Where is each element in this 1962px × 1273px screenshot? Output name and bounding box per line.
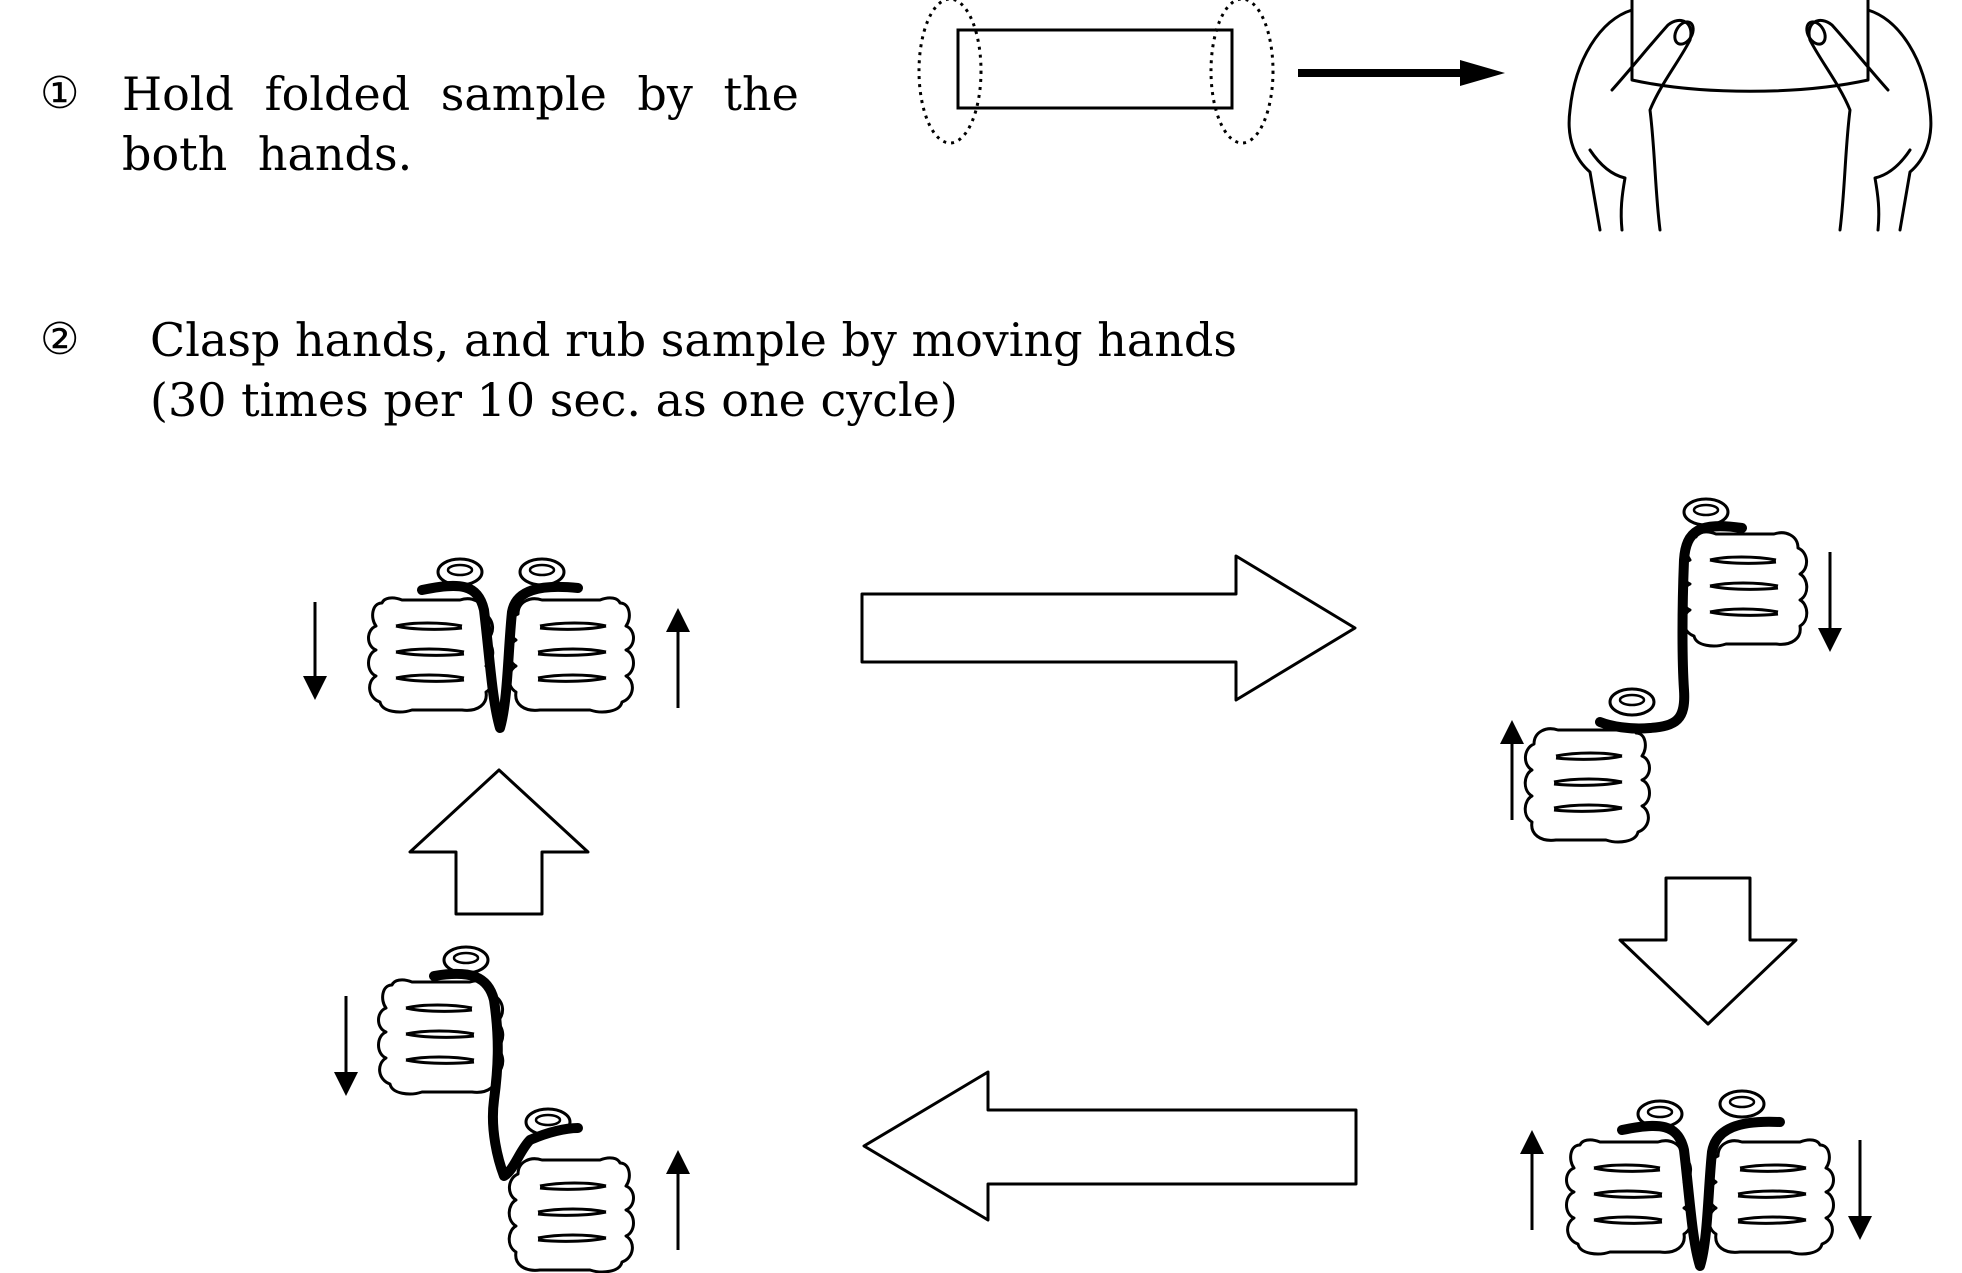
folded-sample-figure xyxy=(917,0,1275,145)
step1-instruction: Hold folded sample by the both hands. xyxy=(122,67,799,181)
step1-number: ① xyxy=(40,68,80,119)
cycle-arrow-left-icon xyxy=(862,1070,1358,1222)
cycle-arrow-right-icon xyxy=(860,554,1357,702)
step1-arrow xyxy=(1298,60,1505,86)
hands-holding-sample-figure xyxy=(1567,0,1933,232)
rub-position-2 xyxy=(1500,497,1842,844)
rub-position-4 xyxy=(334,945,690,1273)
grip-area-right xyxy=(1209,0,1275,145)
rub-position-1 xyxy=(303,557,690,733)
step2-line1: Clasp hands, and rub sample by moving ha… xyxy=(150,313,1237,367)
rub-position-3 xyxy=(1520,1089,1872,1271)
cycle-arrow-up-icon xyxy=(408,768,590,916)
folded-sample-rect xyxy=(956,28,1234,110)
step2-instruction: Clasp hands, and rub sample by moving ha… xyxy=(150,310,1450,430)
grip-area-left xyxy=(917,0,983,145)
step2-line2: (30 times per 10 sec. as one cycle) xyxy=(150,373,958,427)
cycle-arrow-down-icon xyxy=(1618,876,1798,1026)
step2-number: ② xyxy=(40,314,80,365)
